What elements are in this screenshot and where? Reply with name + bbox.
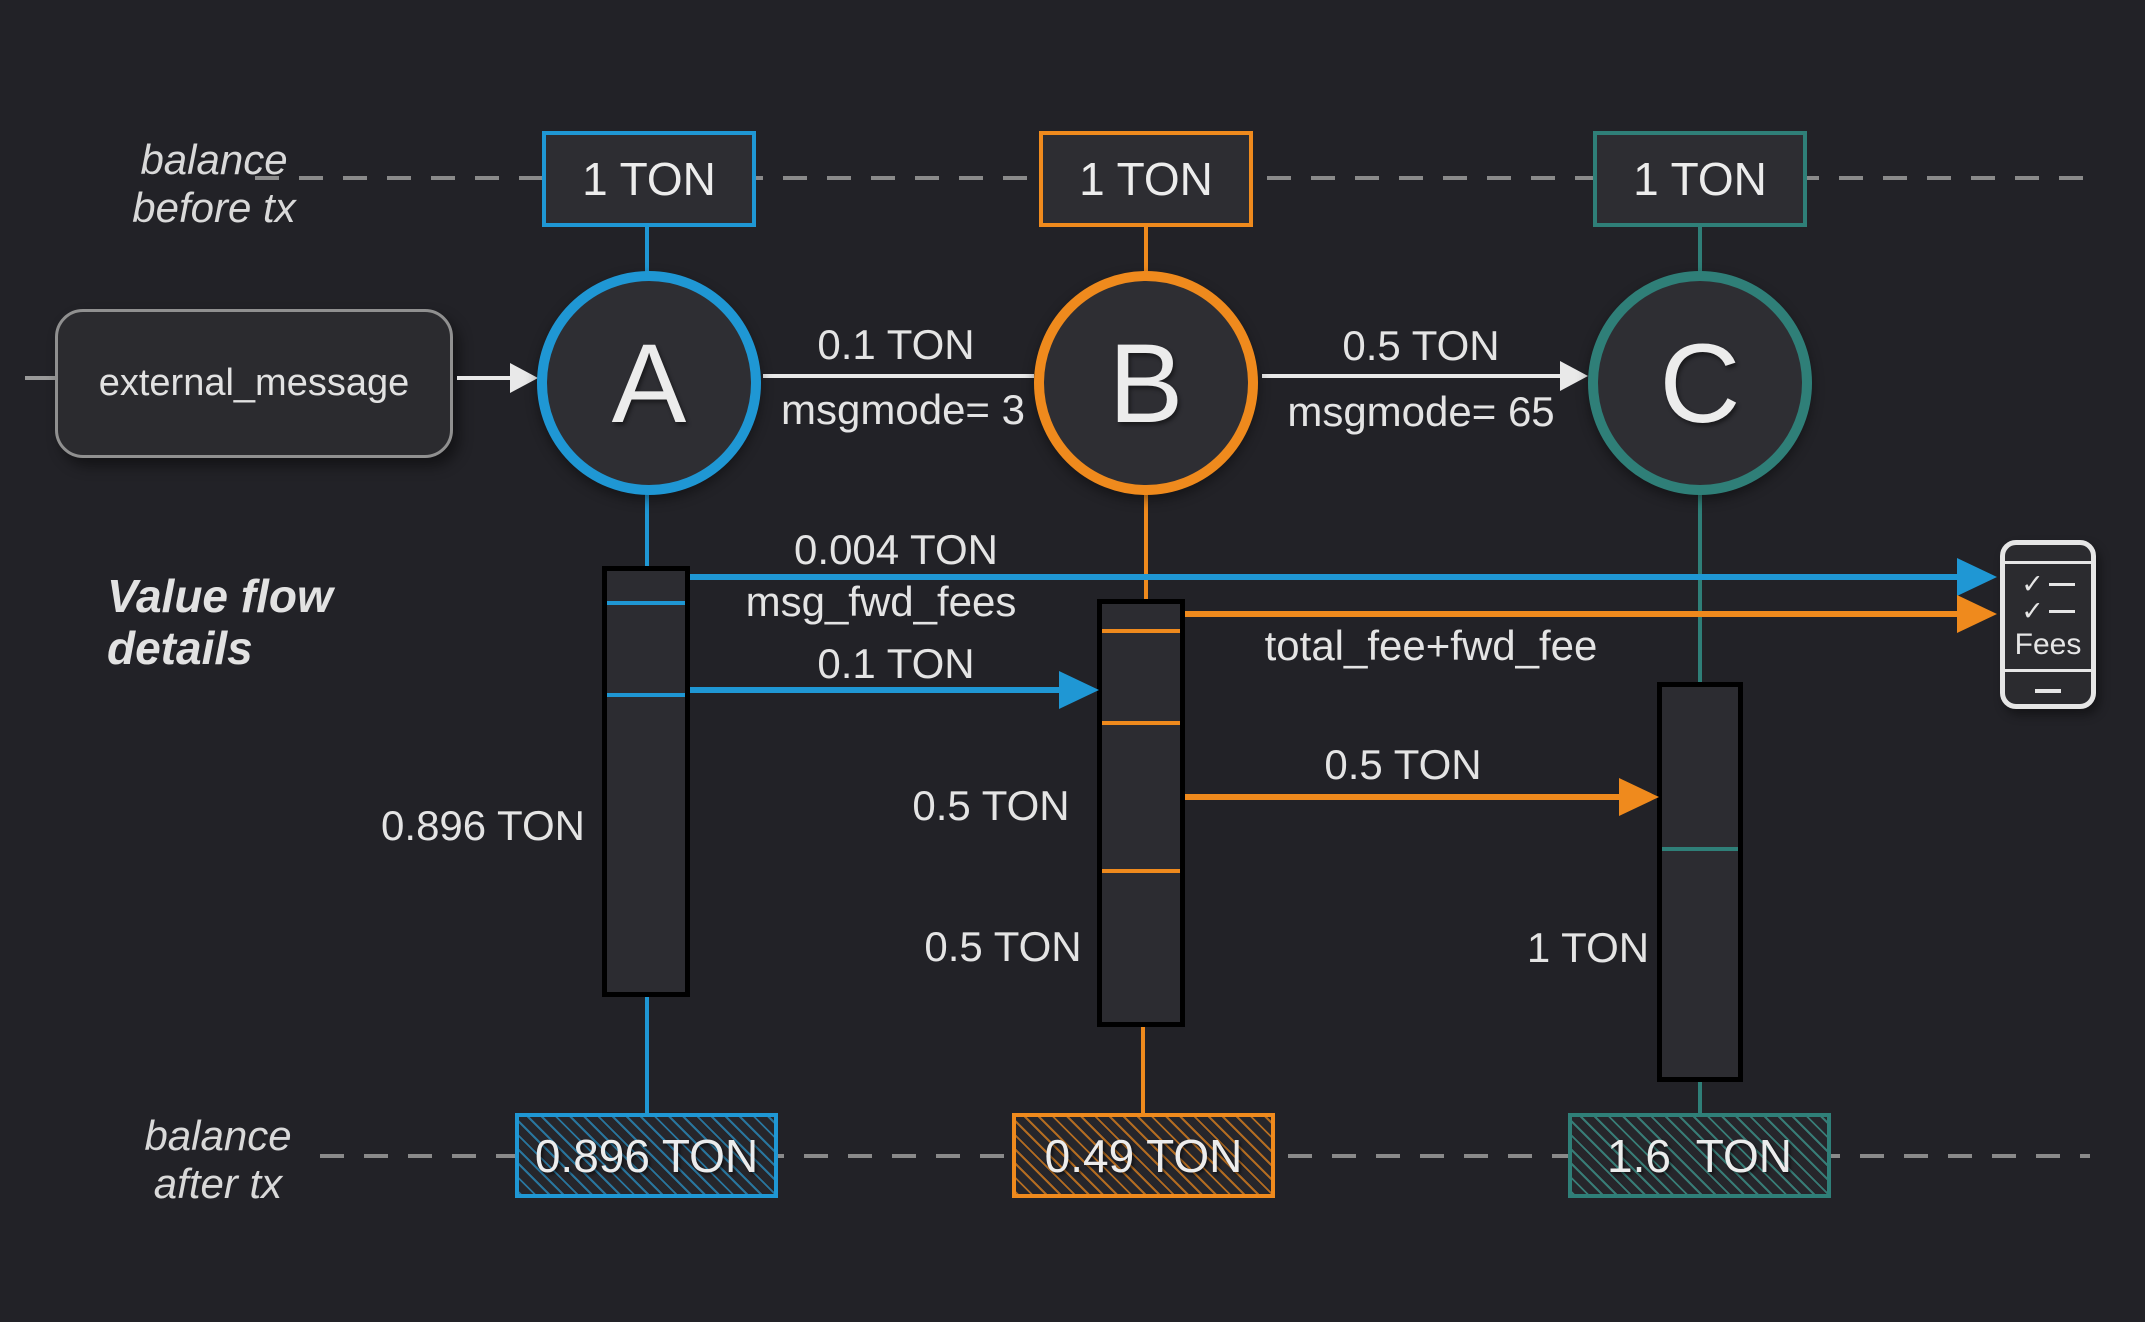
msg-a-to-b-amount: 0.1 TON: [817, 321, 975, 368]
balance-after-value-c: 1.6 TON: [1607, 1129, 1792, 1182]
flow-a-to-b-arrowhead: [1059, 671, 1099, 709]
check-line-icon: [2048, 610, 2075, 613]
value-bar-b: [1097, 599, 1185, 1027]
flow-a-fees-line: [690, 574, 1960, 580]
fees-icon-label: Fees: [2014, 628, 2082, 661]
bar-b-sent-segment: [1102, 725, 1180, 873]
fees-icon-home-bar: [2035, 689, 2061, 693]
balance-before-value-c: 1 TON: [1633, 153, 1767, 205]
arrow-b-to-c-line: [1262, 374, 1562, 378]
fees-icon: ✓ ✓ Fees: [2000, 540, 2096, 709]
account-letter-a: A: [611, 320, 687, 446]
connector-bar-to-box-a: [645, 995, 649, 1115]
bar-b-remainder-segment: [1102, 873, 1180, 1022]
bar-b-remainder-label: 0.5 TON: [924, 923, 1082, 970]
external-message-label: external_message: [98, 362, 410, 404]
checkmark-icon: ✓: [2021, 569, 2044, 599]
check-line-icon: [2048, 583, 2075, 586]
msg-b-to-c-mode: msgmode= 65: [1287, 388, 1555, 435]
balance-before-value-b: 1 TON: [1079, 153, 1213, 205]
arrow-a-to-b-line: [763, 374, 1034, 378]
bar-b-fee-segment: [1102, 604, 1180, 633]
msg-a-to-b-mode: msgmode= 3: [781, 386, 1025, 433]
flow-a-fee-name: msg_fwd_fees: [745, 578, 1017, 625]
flow-a-fees-arrowhead: [1957, 558, 1997, 596]
flow-b-send-amount: 0.5 TON: [1324, 741, 1482, 788]
fees-icon-screen: ✓ ✓ Fees: [2005, 561, 2091, 672]
msg-b-to-c-amount: 0.5 TON: [1342, 322, 1500, 369]
connector-bar-to-box-b: [1141, 1025, 1145, 1115]
bar-a-remainder-segment: [607, 697, 685, 992]
flow-b-fees-line: [1185, 611, 1960, 617]
account-circle-c: C: [1588, 271, 1812, 495]
bar-c-received-segment: [1662, 687, 1738, 851]
arrow-external-to-a-head: [510, 363, 538, 393]
balance-after-value-b: 0.49 TON: [1044, 1129, 1243, 1182]
account-circle-b: B: [1034, 271, 1258, 495]
balance-after-value-a: 0.896 TON: [534, 1129, 759, 1182]
external-left-stub: [25, 376, 55, 380]
connector-circle-to-bar-a: [645, 493, 649, 568]
bar-b-reserve-label: 0.5 TON: [912, 782, 1070, 829]
flow-b-to-c-line: [1185, 794, 1622, 800]
bar-a-sent-segment: [607, 605, 685, 697]
balance-after-box-a: 0.896 TON: [515, 1113, 778, 1198]
value-bar-a: [602, 566, 690, 997]
connector-box-to-circle-b: [1144, 225, 1148, 273]
external-message-box: external_message: [55, 309, 453, 458]
balance-before-box-b: 1 TON: [1039, 131, 1253, 227]
connector-bar-to-box-c: [1698, 1080, 1702, 1115]
bar-c-remainder-label: 1 TON: [1526, 924, 1650, 971]
value-bar-c: [1657, 682, 1743, 1082]
bar-c-remainder-segment: [1662, 851, 1738, 1077]
account-letter-b: B: [1108, 320, 1184, 446]
value-flow-details-label: Value flow details: [107, 570, 333, 674]
balance-after-label: balance after tx: [144, 1112, 292, 1207]
connector-circle-to-bar-b: [1144, 493, 1148, 601]
balance-before-value-a: 1 TON: [582, 153, 716, 205]
connector-box-to-circle-a: [645, 225, 649, 273]
account-circle-a: A: [537, 271, 761, 495]
balance-before-box-c: 1 TON: [1593, 131, 1807, 227]
flow-a-fee-amount: 0.004 TON: [794, 526, 998, 573]
flow-b-to-c-arrowhead: [1619, 778, 1659, 816]
bar-a-fee-segment: [607, 571, 685, 605]
checkmark-icon: ✓: [2021, 596, 2044, 626]
balance-after-box-c: 1.6 TON: [1568, 1113, 1831, 1198]
flow-a-send-amount: 0.1 TON: [817, 640, 975, 687]
bar-b-received-segment: [1102, 633, 1180, 725]
checklist-row-icon: ✓: [2021, 598, 2075, 625]
arrow-b-to-c-head: [1560, 361, 1588, 391]
connector-box-to-circle-c: [1698, 225, 1702, 273]
flow-b-fees-arrowhead: [1957, 595, 1997, 633]
connector-circle-to-bar-c: [1698, 493, 1702, 684]
balance-before-label: balance before tx: [132, 136, 296, 231]
arrow-external-to-a-line: [457, 376, 512, 380]
bar-a-remainder-label: 0.896 TON: [381, 802, 585, 849]
balance-after-box-b: 0.49 TON: [1012, 1113, 1275, 1198]
flow-a-to-b-line: [690, 687, 1062, 693]
balance-before-box-a: 1 TON: [542, 131, 756, 227]
account-letter-c: C: [1659, 320, 1741, 446]
flow-b-fee-name: total_fee+fwd_fee: [1264, 622, 1598, 669]
checklist-row-icon: ✓: [2021, 571, 2075, 598]
